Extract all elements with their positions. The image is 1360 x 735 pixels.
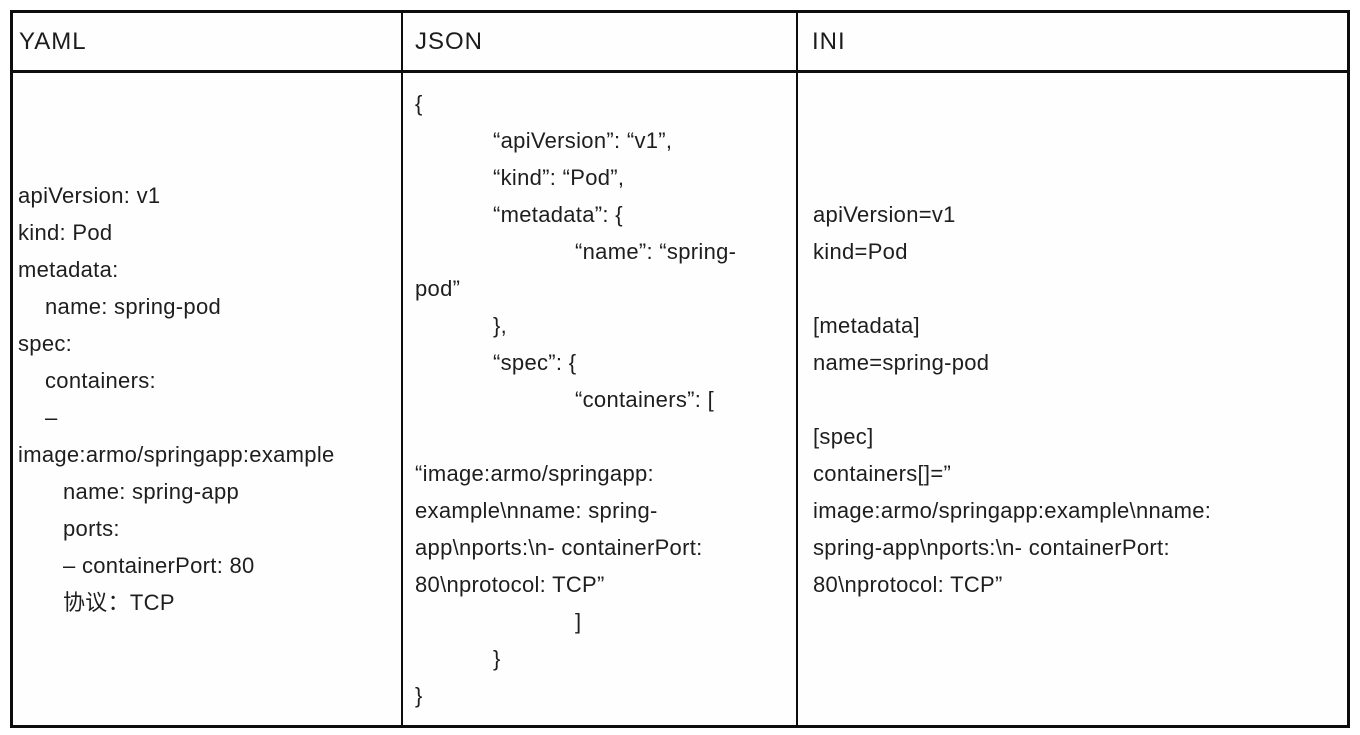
code-line: [spec] [813,423,874,449]
code-line: spec: [18,331,73,356]
code-line: }, [493,312,508,338]
code-line: 协议：TCP [63,590,175,615]
code-line: ports: [63,516,120,541]
code-line: 80\nprotocol: TCP” [415,571,605,597]
code-line: image:armo/springapp:example [18,442,335,467]
json-code-cell: { “apiVersion”: “v1”, “kind”: “Pod”, “metad… [403,73,798,725]
code-line: “apiVersion”: “v1”, [493,127,673,153]
code-line: “name”: “spring- [575,238,737,264]
code-line: metadata: [18,257,119,282]
code-line: spring-app\nports:\n- containerPort: [813,534,1170,560]
code-blank-line [813,381,1341,418]
code-line: { [415,90,423,116]
column-header-yaml-label: YAML [19,27,87,55]
code-blank-line [415,418,792,455]
code-line: } [415,682,423,708]
code-line: [metadata] [813,312,920,338]
code-line: example\nname: spring- [415,497,658,523]
column-header-ini-label: INI [812,27,846,55]
code-line: } [493,645,501,671]
code-line: 80\nprotocol: TCP” [813,571,1003,597]
code-line: apiVersion: v1 [18,183,161,208]
code-line: “metadata”: { [493,201,623,227]
code-line: name: spring-app [63,479,240,504]
code-blank-line [813,270,1341,307]
code-line: kind=Pod [813,238,908,264]
column-header-json: JSON [403,13,798,73]
code-line: “image:armo/springapp: [415,460,654,486]
code-line: “containers”: [ [575,386,714,412]
yaml-code-cell: apiVersion: v1 kind: Pod metadata: name: sp… [13,73,403,725]
code-line: containers: [45,368,156,393]
ini-code-cell: apiVersion=v1 kind=Pod [metadata] name=spr… [798,73,1347,725]
format-comparison-table: YAML JSON INI apiVersion: v1 kind: Pod met… [10,10,1350,728]
column-header-yaml: YAML [13,13,403,73]
code-line: name=spring-pod [813,349,990,375]
code-line: apiVersion=v1 [813,201,956,227]
column-header-json-label: JSON [415,27,484,55]
column-header-ini: INI [798,13,1347,73]
code-line: containers[]=” [813,460,952,486]
code-line: name: spring-pod [45,294,222,319]
code-line: kind: Pod [18,220,113,245]
code-line: “kind”: “Pod”, [493,164,625,190]
code-line: – containerPort: 80 [63,553,255,578]
code-line: ] [575,608,582,634]
code-line: image:armo/springapp:example\nname: [813,497,1212,523]
code-line: “spec”: { [493,349,577,375]
code-line: app\nports:\n- containerPort: [415,534,703,560]
code-line: pod” [415,275,461,301]
code-line: – [45,405,58,430]
